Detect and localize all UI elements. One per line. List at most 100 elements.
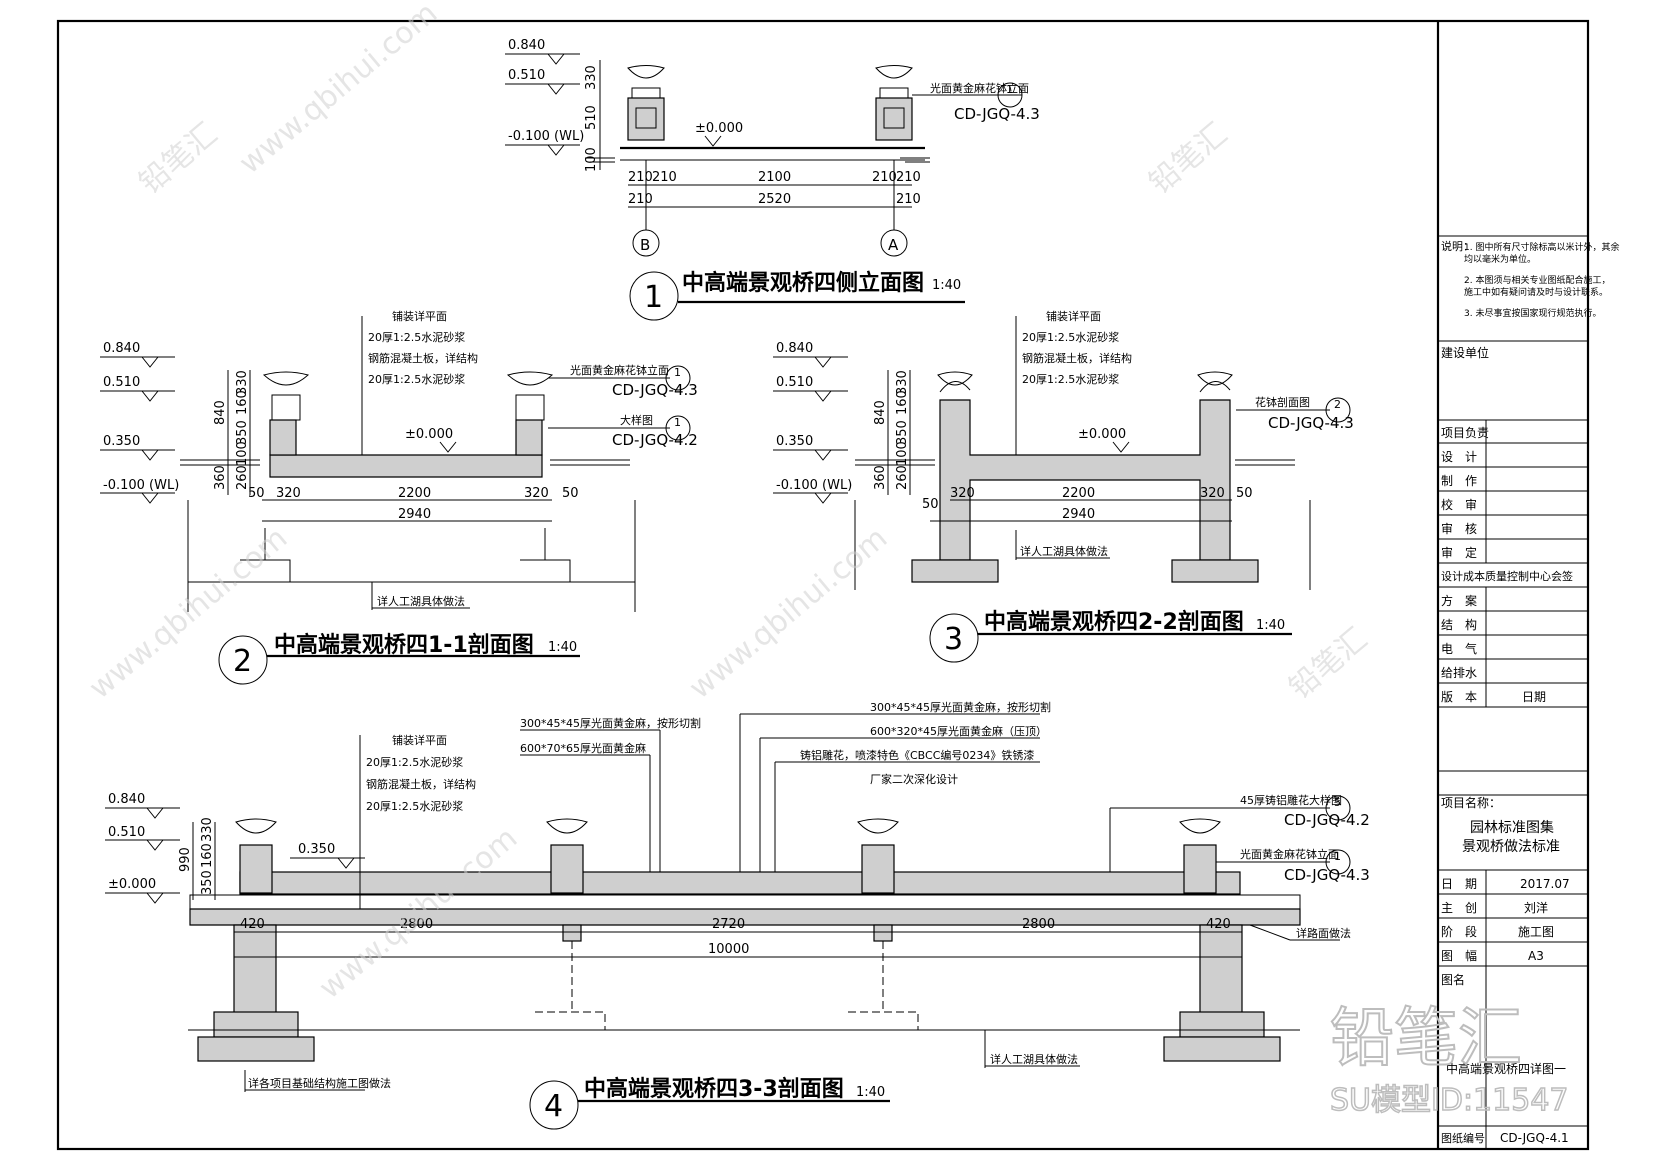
note4-r-3: 厂家二次深化设计 bbox=[870, 772, 958, 786]
info-value-0: 2017.07 bbox=[1520, 877, 1570, 891]
vdim2-260: 260 bbox=[235, 465, 250, 490]
wm-model-id: SU模型ID:11547 bbox=[1330, 1083, 1569, 1118]
hdim-2-2: 210 bbox=[896, 192, 921, 207]
info-value-1: 刘洋 bbox=[1524, 900, 1548, 915]
drawing-scale-4: 1:40 bbox=[856, 1085, 885, 1100]
vdim3-330: 330 bbox=[895, 370, 910, 395]
hdim2-1-4: 50 bbox=[562, 486, 579, 501]
signature-rows: 项目负责 设 计 制 作 校 审 审 核 审 定 bbox=[1438, 420, 1588, 564]
date-col-label: 日期 bbox=[1522, 690, 1546, 704]
level-markers-2: 0.840 0.510 0.350 -0.100 (WL) bbox=[100, 341, 179, 504]
drawing-scale-2: 1:40 bbox=[548, 640, 577, 655]
level-markers-1: 0.840 0.510 -0.100 (WL) bbox=[505, 38, 584, 156]
vdim2-350: 350 bbox=[235, 420, 250, 445]
callout2-no-2: 1 bbox=[674, 416, 681, 429]
level4-0840: 0.840 bbox=[108, 792, 145, 807]
info-label-2: 阶 段 bbox=[1441, 924, 1477, 939]
level-0510: 0.510 bbox=[508, 68, 545, 83]
callout2-label-1: 光面黄金麻花钵立面 bbox=[570, 363, 669, 377]
note3-1: 20厚1:2.5水泥砂浆 bbox=[1022, 330, 1119, 344]
vdim2-330: 330 bbox=[235, 370, 250, 395]
zero-level-1: ±0.000 bbox=[695, 121, 743, 136]
hdim3-2-1: 2940 bbox=[1062, 507, 1095, 522]
bottom-note-4: 详人工湖具体做法 bbox=[990, 1052, 1078, 1066]
wm-brand-big: 铅笔汇 bbox=[1330, 1002, 1522, 1076]
drawing-no: CD-JGQ-4.1 bbox=[1500, 1131, 1569, 1145]
countersign: 设计成本质量控制中心会签 bbox=[1441, 569, 1573, 583]
hdim-1-1: 210 bbox=[652, 170, 677, 185]
vdim2-160: 160 bbox=[235, 390, 250, 415]
hdim4-1-0: 420 bbox=[240, 917, 265, 932]
title-block: 说明： 1. 图中所有尺寸除标高以米计外，其余 均以毫米为单位。 2. 本图须与… bbox=[1436, 21, 1619, 1149]
drawing-name-label: 图名 bbox=[1441, 972, 1465, 987]
level-markers-4: 0.840 0.510 ±0.000 0.350 bbox=[105, 792, 365, 904]
drawing-2-section-1-1: 0.840 0.510 0.350 -0.100 (WL) 330 160 35… bbox=[100, 309, 698, 685]
info-label-0: 日 期 bbox=[1441, 877, 1477, 891]
level-markers-3: 0.840 0.510 0.350 -0.100 (WL) bbox=[773, 341, 852, 504]
vdim3-350: 350 bbox=[895, 420, 910, 445]
wm-brand-2: 铅笔汇 bbox=[1143, 116, 1234, 201]
level2-0350: 0.350 bbox=[103, 434, 140, 449]
hdim-1-2: 2100 bbox=[758, 170, 791, 185]
tb-row-4: 审 核 bbox=[1441, 521, 1477, 536]
callout2-sheet-1: CD-JGQ-4.3 bbox=[612, 381, 698, 399]
drawing-number-2: 2 bbox=[233, 644, 252, 679]
info-value-2: 施工图 bbox=[1518, 925, 1554, 939]
notes-line-2: 2. 本图须与相关专业图纸配合施工， bbox=[1464, 274, 1610, 286]
hdim3-1-1: 2200 bbox=[1062, 486, 1095, 501]
wm-site-3: www.qbihui.com bbox=[683, 521, 895, 706]
hdim4-1-2: 2720 bbox=[712, 917, 745, 932]
level-wl: -0.100 (WL) bbox=[508, 129, 584, 144]
level2-wl: -0.100 (WL) bbox=[103, 478, 179, 493]
hdim2-1-1: 320 bbox=[276, 486, 301, 501]
drawing-title-3: 中高端景观桥四2-2剖面图 bbox=[984, 609, 1244, 635]
callout4-label-2: 光面黄金麻花钵立面 bbox=[1240, 847, 1339, 861]
info-rows: 日 期 2017.07 主 创 刘洋 阶 段 施工图 图 幅 A3 bbox=[1438, 870, 1588, 1149]
hdim2-1-3: 320 bbox=[524, 486, 549, 501]
discipline-rows: 方 案 结 构 电 气 给排水 版 本 日期 bbox=[1438, 587, 1588, 707]
hdim-2-1: 2520 bbox=[758, 192, 791, 207]
note3-2: 钢筋混凝土板，详结构 bbox=[1022, 351, 1132, 365]
wm-brand-1: 铅笔汇 bbox=[133, 116, 224, 201]
client-label: 建设单位 bbox=[1441, 345, 1489, 360]
callout-no-1: 1 bbox=[1006, 83, 1013, 96]
drawing-scale-1: 1:40 bbox=[932, 278, 961, 293]
level3-0350: 0.350 bbox=[776, 434, 813, 449]
hdim2-1-0: 50 bbox=[248, 486, 265, 501]
hdim3-1-2: 320 bbox=[1200, 486, 1225, 501]
zero-level-3: ±0.000 bbox=[1078, 427, 1126, 442]
axis-b: B bbox=[640, 236, 650, 254]
vdim2-360: 360 bbox=[213, 465, 228, 490]
vdim3-160: 160 bbox=[895, 390, 910, 415]
hdim3-2-0: 50 bbox=[922, 497, 939, 512]
axis-bubble-b bbox=[632, 229, 660, 257]
callout3-no: 2 bbox=[1334, 398, 1341, 411]
callout-sheet-1: CD-JGQ-4.3 bbox=[954, 105, 1040, 123]
project-name-2: 景观桥做法标准 bbox=[1462, 839, 1560, 855]
level3-wl: -0.100 (WL) bbox=[776, 478, 852, 493]
note2-1: 20厚1:2.5水泥砂浆 bbox=[368, 330, 465, 344]
callout4-sheet-2: CD-JGQ-4.3 bbox=[1284, 866, 1370, 884]
vdim3-100: 100 bbox=[895, 441, 910, 466]
road-note: 详路面做法 bbox=[1296, 926, 1351, 940]
hdim2-1-2: 2200 bbox=[398, 486, 431, 501]
notes-header: 说明： bbox=[1441, 239, 1474, 253]
disc-0: 方 案 bbox=[1441, 593, 1477, 608]
vdim2-840: 840 bbox=[213, 400, 228, 425]
level4-0350: 0.350 bbox=[298, 842, 335, 857]
tb-row-0: 项目负责 bbox=[1441, 426, 1489, 440]
urn-pillar-right bbox=[875, 65, 913, 141]
tb-row-5: 审 定 bbox=[1441, 545, 1477, 560]
callout2-no-1: 1 bbox=[674, 366, 681, 379]
info-value-3: A3 bbox=[1528, 949, 1544, 963]
hdim4-2-0: 10000 bbox=[708, 942, 749, 957]
note4-l-3: 20厚1:2.5水泥砂浆 bbox=[366, 799, 463, 813]
watermarks: 铅笔汇 www.qbihui.com 铅笔汇 www.qbihui.com ww… bbox=[83, 0, 1570, 1119]
drawing-name: 中高端景观桥四详图一 bbox=[1446, 1061, 1566, 1076]
level4-zero: ±0.000 bbox=[108, 877, 156, 892]
vdim4-350: 350 bbox=[200, 870, 215, 895]
disc-2: 电 气 bbox=[1441, 641, 1477, 656]
hdim-2-0: 210 bbox=[628, 192, 653, 207]
callout4-sheet-1: CD-JGQ-4.2 bbox=[1284, 811, 1370, 829]
